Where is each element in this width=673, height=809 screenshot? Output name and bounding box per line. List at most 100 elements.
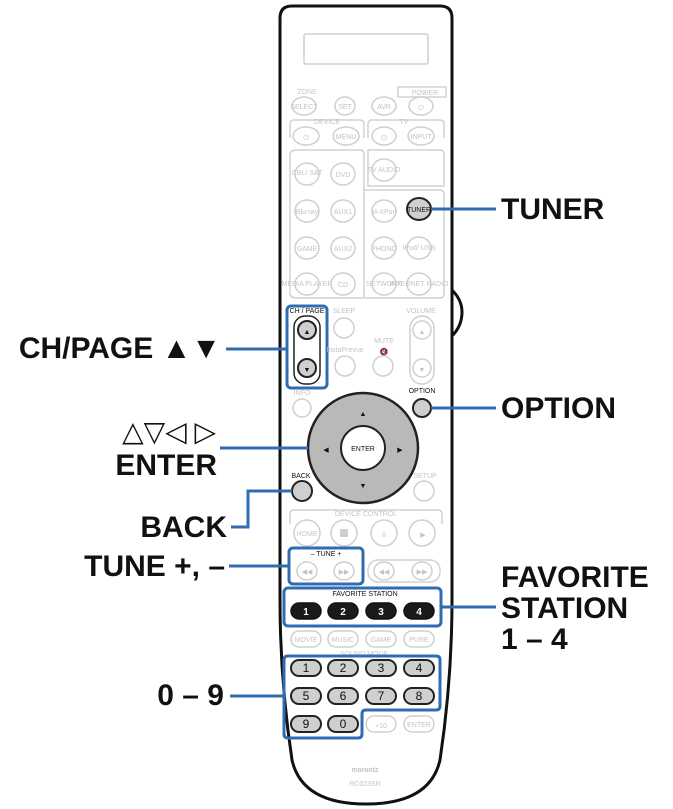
enter-button[interactable] bbox=[340, 425, 386, 471]
plus10-button[interactable] bbox=[365, 715, 397, 733]
mute-button[interactable] bbox=[372, 355, 394, 377]
number-6-button[interactable] bbox=[327, 687, 359, 705]
svg-text:9: 9 bbox=[303, 717, 310, 731]
dpad-right-button[interactable]: ▶ bbox=[397, 447, 403, 454]
movie-mode-button[interactable] bbox=[290, 630, 322, 648]
number-0-button[interactable] bbox=[327, 715, 359, 733]
svg-text:7: 7 bbox=[378, 689, 385, 703]
svg-text:4: 4 bbox=[416, 661, 423, 675]
source-phono-button[interactable] bbox=[371, 236, 397, 260]
source-network-button[interactable] bbox=[371, 272, 397, 296]
number-4-button[interactable] bbox=[403, 659, 435, 677]
svg-text:MENU: MENU bbox=[336, 134, 357, 141]
number-5-button[interactable] bbox=[290, 687, 322, 705]
dpad-up-button[interactable]: ▲ bbox=[360, 411, 367, 418]
svg-text:DVD: DVD bbox=[336, 172, 351, 179]
back-button[interactable] bbox=[291, 480, 313, 502]
digits-callout: 0 – 9 bbox=[157, 679, 224, 712]
number-9-button[interactable] bbox=[290, 715, 322, 733]
source-cd-button[interactable] bbox=[330, 272, 356, 296]
source-tv-audio-button[interactable] bbox=[371, 158, 397, 182]
tv-input-button[interactable] bbox=[407, 126, 435, 146]
source-media-player-button[interactable] bbox=[294, 272, 320, 296]
svg-text:0: 0 bbox=[340, 717, 347, 731]
favorite-1-button[interactable] bbox=[290, 602, 322, 620]
svg-text:CBL/ SAT: CBL/ SAT bbox=[292, 170, 323, 177]
svg-text:TV AUDIO: TV AUDIO bbox=[368, 167, 401, 174]
svg-text:4: 4 bbox=[416, 607, 422, 618]
volume-up-button[interactable] bbox=[412, 320, 432, 340]
device-menu-button[interactable] bbox=[332, 126, 360, 146]
favorite-3-button[interactable] bbox=[365, 602, 397, 620]
svg-text:2: 2 bbox=[340, 661, 347, 675]
source-aux2-button[interactable] bbox=[330, 236, 356, 260]
svg-text:+10: +10 bbox=[375, 723, 387, 730]
option-button[interactable] bbox=[412, 398, 432, 418]
svg-text:TUNER: TUNER bbox=[407, 207, 431, 214]
small-enter-button[interactable] bbox=[403, 715, 435, 733]
setup-button[interactable] bbox=[413, 480, 435, 502]
number-8-button[interactable] bbox=[403, 687, 435, 705]
info-button[interactable] bbox=[292, 398, 312, 418]
zone-select-button[interactable] bbox=[291, 96, 317, 116]
play-button[interactable] bbox=[408, 519, 436, 547]
svg-text:M-XPort: M-XPort bbox=[371, 209, 397, 216]
tune-minus-button[interactable] bbox=[296, 561, 318, 581]
ch-page-highlight bbox=[285, 304, 329, 390]
source-ipod-usb-button[interactable] bbox=[406, 236, 432, 260]
tuner-callout: TUNER bbox=[501, 193, 605, 226]
ch-page-callout: CH/PAGE ▲▼ bbox=[18, 332, 221, 365]
tv-power-button[interactable] bbox=[371, 126, 397, 146]
zone-set-button[interactable] bbox=[334, 96, 356, 116]
svg-text:INFO: INFO bbox=[294, 390, 311, 397]
triangle-up-icon: ▲ bbox=[304, 329, 311, 336]
svg-text:▼: ▼ bbox=[419, 367, 426, 374]
svg-text:MEDIA PLAYER: MEDIA PLAYER bbox=[282, 281, 333, 288]
instaprevue-button[interactable] bbox=[334, 355, 356, 377]
source-bluray-button[interactable] bbox=[294, 199, 320, 223]
favorite-2-button[interactable] bbox=[327, 602, 359, 620]
power-button[interactable] bbox=[408, 96, 434, 116]
volume-down-button[interactable] bbox=[412, 358, 432, 378]
number-1-button[interactable] bbox=[290, 659, 322, 677]
source-mxport-button[interactable] bbox=[371, 199, 397, 223]
digits-highlight bbox=[282, 654, 442, 740]
power-label: POWER bbox=[412, 90, 438, 97]
source-aux1-button[interactable] bbox=[330, 199, 356, 223]
back-leader-line bbox=[231, 489, 292, 529]
power-icon: ⏻ bbox=[418, 104, 424, 112]
number-7-button[interactable] bbox=[365, 687, 397, 705]
option-callout: OPTION bbox=[501, 392, 617, 425]
source-dvd-button[interactable] bbox=[330, 162, 356, 186]
svg-text:6: 6 bbox=[340, 689, 347, 703]
tune-plus-button[interactable] bbox=[333, 561, 355, 581]
favorite-4-button[interactable] bbox=[403, 602, 435, 620]
home-button[interactable] bbox=[293, 519, 321, 547]
number-3-button[interactable] bbox=[365, 659, 397, 677]
svg-text:⏻: ⏻ bbox=[303, 134, 309, 142]
display-window bbox=[303, 33, 429, 65]
dpad-down-button[interactable]: ▼ bbox=[360, 483, 367, 490]
number-2-button[interactable] bbox=[327, 659, 359, 677]
svg-text:1: 1 bbox=[303, 607, 309, 618]
pause-button[interactable] bbox=[370, 519, 398, 547]
svg-text:1: 1 bbox=[303, 661, 310, 675]
dpad-left-button[interactable]: ◀ bbox=[323, 447, 329, 454]
game-mode-button[interactable] bbox=[365, 630, 397, 648]
pure-mode-button[interactable] bbox=[403, 630, 435, 648]
avr-power-button[interactable] bbox=[371, 96, 397, 116]
source-cbl-sat-button[interactable] bbox=[294, 162, 320, 186]
music-mode-button[interactable] bbox=[327, 630, 359, 648]
skip-back-button[interactable] bbox=[373, 561, 395, 581]
sleep-button[interactable] bbox=[333, 317, 355, 339]
device-power-button[interactable] bbox=[292, 126, 320, 146]
source-internet-radio-button[interactable] bbox=[406, 272, 432, 296]
skip-forward-button[interactable] bbox=[411, 561, 433, 581]
svg-text:VOLUME: VOLUME bbox=[406, 308, 436, 315]
svg-text:HOME: HOME bbox=[297, 531, 318, 538]
ch-page-up-button[interactable] bbox=[297, 320, 317, 340]
source-game-button[interactable] bbox=[294, 236, 320, 260]
ch-page-down-button[interactable] bbox=[297, 358, 317, 378]
favorite-callout-line3: 1 – 4 bbox=[501, 623, 568, 656]
